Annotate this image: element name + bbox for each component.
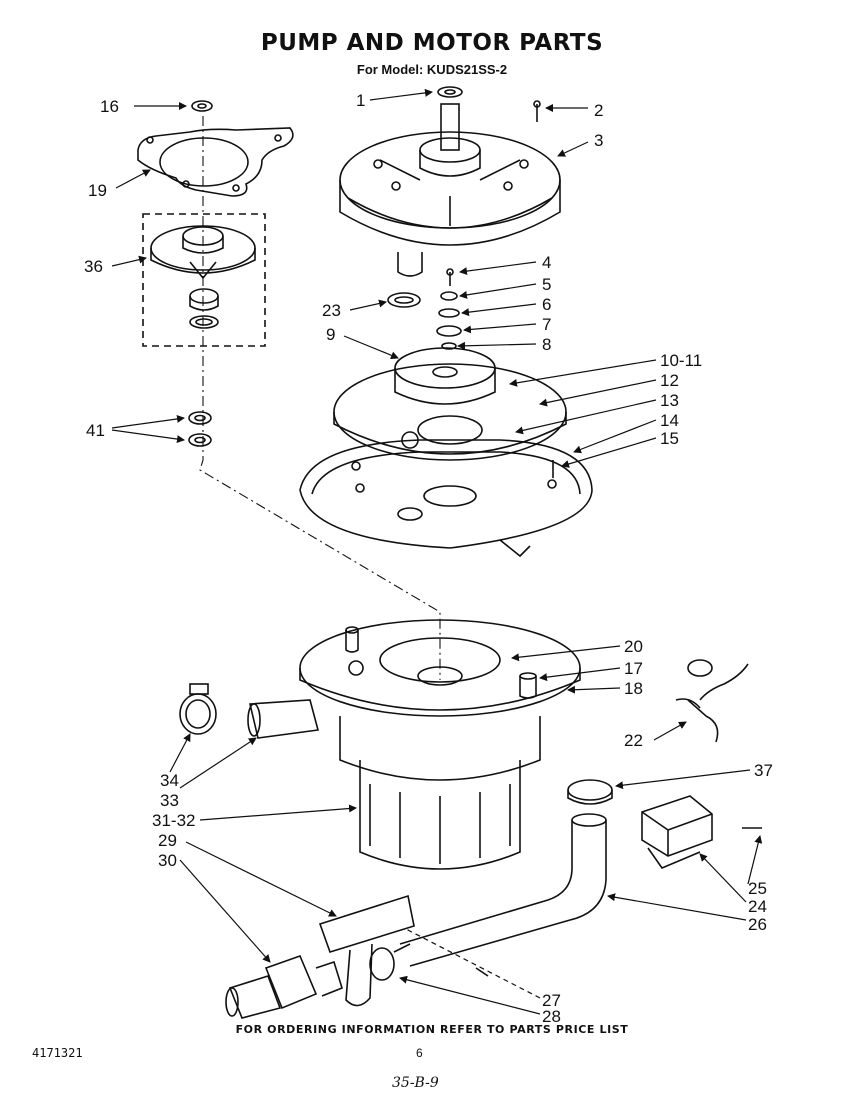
page-number: 6	[416, 1046, 423, 1060]
callout-6: 6	[542, 295, 551, 314]
callout-31-32: 31-32	[152, 811, 195, 830]
drain-hose-26-part	[399, 813, 607, 967]
callout-37: 37	[754, 761, 773, 780]
motor-stator-31-32-part	[339, 716, 541, 870]
clamp-37-part	[567, 779, 613, 805]
callout-23: 23	[322, 301, 341, 320]
wire-harness-22-part	[675, 659, 749, 743]
washer-41-parts	[188, 411, 212, 447]
callout-27: 27	[542, 991, 561, 1010]
callout-9: 9	[326, 325, 335, 344]
seal-kit-36-box	[142, 213, 266, 347]
document-number: 4171321	[32, 1046, 83, 1060]
seal-ring-parts	[189, 288, 219, 329]
callout-1: 1	[356, 91, 365, 110]
callout-26: 26	[748, 915, 767, 934]
callout-17: 17	[624, 659, 643, 678]
callout-3: 3	[594, 131, 603, 150]
callout-14: 14	[660, 411, 679, 430]
handwritten-note: 35-B-9	[392, 1075, 439, 1091]
callout-18: 18	[624, 679, 643, 698]
impeller-9-part	[394, 347, 496, 405]
pump-housing-14-15-part	[299, 439, 593, 558]
inlet-fitting-30-part	[225, 954, 343, 1019]
callout-19: 19	[88, 181, 107, 200]
callout-25: 25	[748, 879, 767, 898]
callout-36: 36	[84, 257, 103, 276]
ordering-info-footer: FOR ORDERING INFORMATION REFER TO PARTS …	[235, 1023, 629, 1036]
callout-15: 15	[660, 429, 679, 448]
callout-10-11: 10-11	[660, 351, 702, 370]
callout-34: 34	[160, 771, 179, 790]
callout-2: 2	[594, 101, 603, 120]
callout-30: 30	[158, 851, 177, 870]
model-subtitle: For Model: KUDS21SS-2	[356, 62, 508, 77]
callout-20: 20	[624, 637, 643, 656]
callout-22: 22	[624, 731, 643, 750]
page-title: PUMP AND MOTOR PARTS	[260, 30, 604, 56]
washer-16-part	[191, 100, 213, 112]
callout-41: 41	[86, 421, 105, 440]
hose-clamp-33-34-part	[179, 683, 217, 735]
screw-27-part	[475, 967, 489, 977]
gasket-19-part	[137, 127, 294, 197]
callout-7: 7	[542, 315, 551, 334]
solenoid-bracket-29-part	[318, 894, 415, 1007]
pump-base-18-part	[299, 619, 581, 717]
small-fastener-parts	[387, 100, 541, 350]
callout-5: 5	[542, 275, 551, 294]
callout-16: 16	[100, 97, 119, 116]
callout-24: 24	[748, 897, 767, 916]
callout-33: 33	[160, 791, 179, 810]
inlet-neck-part	[247, 699, 320, 739]
callout-13: 13	[660, 391, 679, 410]
switch-24-part	[641, 795, 713, 869]
callout-12: 12	[660, 371, 679, 390]
callout-28: 28	[542, 1007, 561, 1026]
callout-29: 29	[158, 831, 177, 850]
motor-3-part	[339, 86, 561, 277]
callout-4: 4	[542, 253, 551, 272]
callout-labels: 16 19 36 41 1 2 3 4 5 6 7 8 23 9 10-11 1…	[84, 91, 773, 1026]
callout-8: 8	[542, 335, 551, 354]
